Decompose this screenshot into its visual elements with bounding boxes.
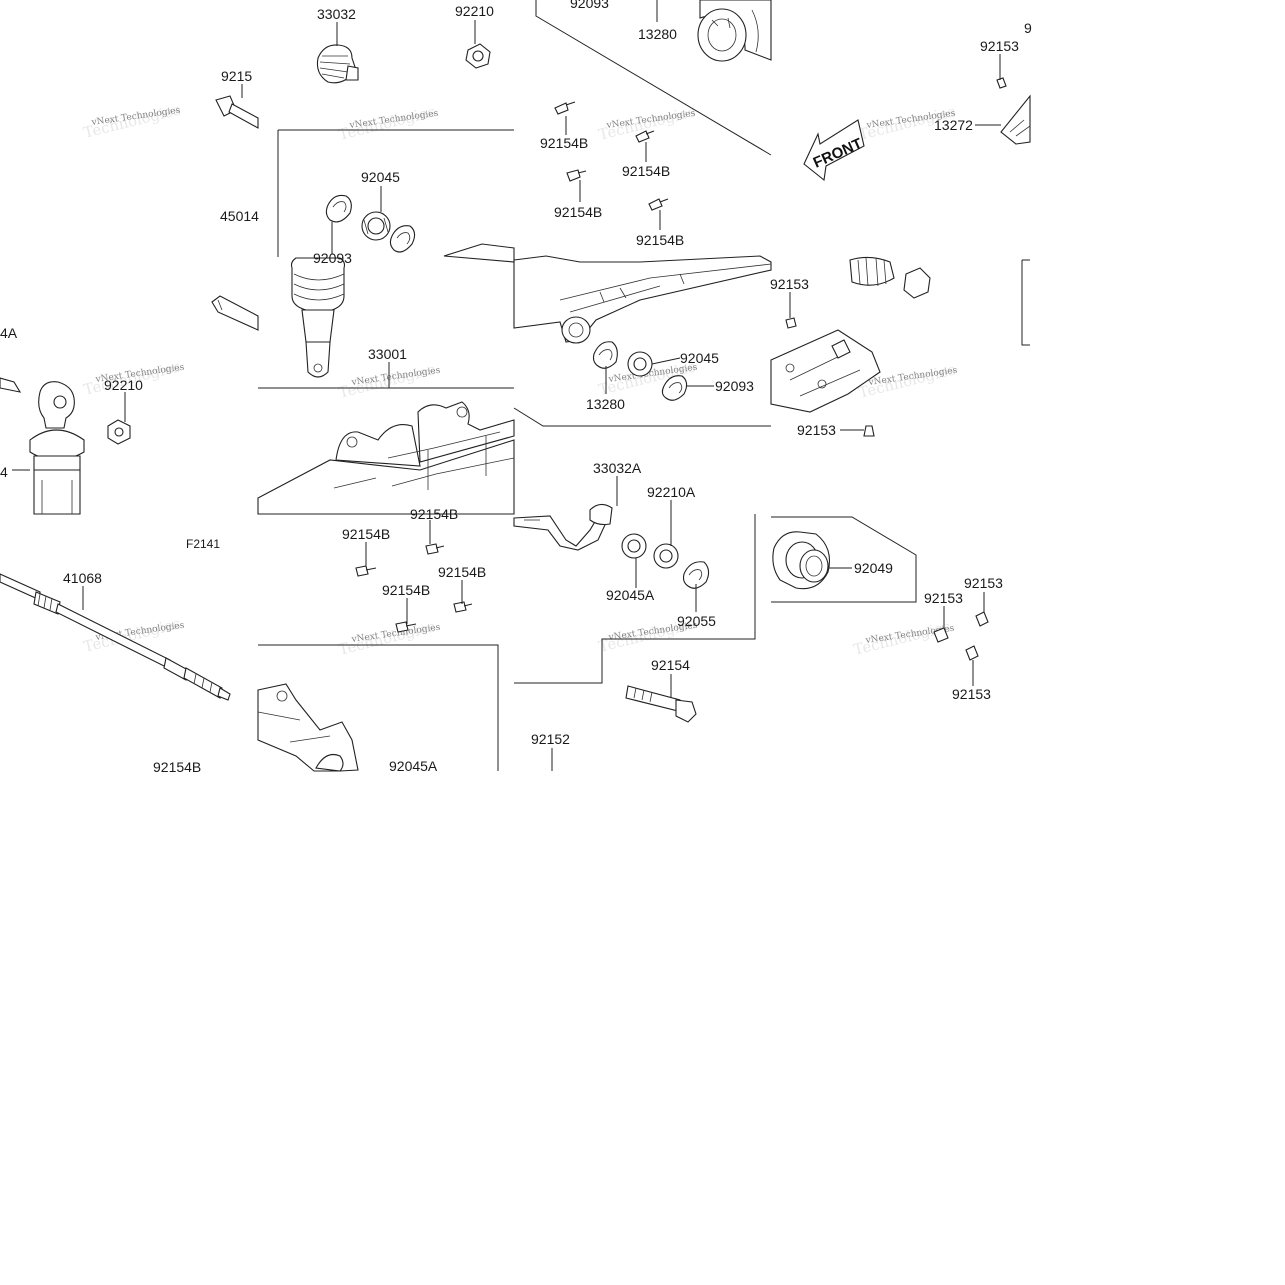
- label-92153: 92153: [952, 686, 991, 702]
- front-arrow: FRONT: [803, 119, 865, 182]
- nut-92210-left-part: [107, 419, 131, 445]
- label-92154b-cut: 92154B: [410, 506, 458, 522]
- label-92055: 92055: [677, 613, 716, 629]
- label-4-cut: 4: [0, 464, 8, 480]
- leader-lines: [12, 0, 1001, 771]
- label-92153: 92153: [980, 38, 1019, 54]
- label-92154b: 92154B: [540, 135, 588, 151]
- seal-group-92045a: [621, 533, 710, 589]
- label-92093-cut: 92093: [313, 250, 352, 266]
- arm-33032a-part: [513, 503, 613, 551]
- link-45014-part: [211, 295, 259, 331]
- grommet-part: [849, 256, 931, 299]
- label-9-cut: 9: [1024, 20, 1032, 36]
- label-13272: 13272: [934, 117, 973, 133]
- label-33032: 33032: [317, 6, 356, 22]
- label-92210: 92210: [104, 377, 143, 393]
- label-92152: 92152: [531, 731, 570, 747]
- part-labels: 33032 92210 92093 13280 92153 9 13272 92…: [0, 0, 1032, 775]
- label-92153: 92153: [964, 575, 1003, 591]
- plug-33032-part: [316, 44, 359, 84]
- seal-group-92045: [325, 194, 416, 253]
- frame-lines: [258, 0, 1030, 771]
- frame-33001-part: [257, 401, 515, 515]
- label-92154b: 92154B: [153, 759, 201, 775]
- label-92154b: 92154B: [554, 204, 602, 220]
- grease-nipple-92153-part: [785, 317, 875, 437]
- label-92210a: 92210A: [647, 484, 696, 500]
- label-9215-cut: 9215: [221, 68, 252, 84]
- nut-92210-part: [465, 43, 491, 69]
- label-92154: 92154: [651, 657, 690, 673]
- bracket-bottom-part: [257, 683, 359, 772]
- label-92045: 92045: [680, 350, 719, 366]
- label-92154b: 92154B: [622, 163, 670, 179]
- label-92093: 92093: [715, 378, 754, 394]
- label-92045a: 92045A: [606, 587, 655, 603]
- bolt-92154b-bottom: [355, 543, 473, 633]
- label-92049: 92049: [854, 560, 893, 576]
- tube-13280-part: [697, 0, 772, 62]
- label-92153: 92153: [797, 422, 836, 438]
- plate-part: [770, 329, 881, 413]
- bolt-92154b-part: [554, 101, 669, 211]
- label-33032a: 33032A: [593, 460, 642, 476]
- bracket-13272-part: [996, 77, 1031, 145]
- seal-group-92045-r: [592, 341, 688, 401]
- label-45014: 45014: [220, 208, 259, 224]
- bolt-92154-part: [625, 685, 697, 723]
- shaft-41068-part: [0, 573, 231, 701]
- housing-92049-part: [772, 531, 831, 590]
- label-92153: 92153: [924, 590, 963, 606]
- label-92153: 92153: [770, 276, 809, 292]
- shock-body-part: [0, 377, 85, 515]
- label-92154b: 92154B: [382, 582, 430, 598]
- bolt-9215-part: [215, 95, 259, 129]
- label-92154b: 92154B: [438, 564, 486, 580]
- figure-code: F2141: [186, 537, 220, 551]
- swingarm-part: [443, 243, 772, 344]
- label-92093: 92093: [570, 0, 609, 11]
- grease-nipple-92153-b: [933, 611, 989, 661]
- label-13280: 13280: [638, 26, 677, 42]
- label-92154b: 92154B: [342, 526, 390, 542]
- label-33001: 33001: [368, 346, 407, 362]
- label-92210: 92210: [455, 3, 494, 19]
- label-41068: 41068: [63, 570, 102, 586]
- label-92154b: 92154B: [636, 232, 684, 248]
- label-13280: 13280: [586, 396, 625, 412]
- shock-upper-part: [290, 257, 346, 378]
- label-4a-cut: 4A: [0, 325, 18, 341]
- label-92045: 92045: [361, 169, 400, 185]
- label-92045a: 92045A: [389, 758, 438, 774]
